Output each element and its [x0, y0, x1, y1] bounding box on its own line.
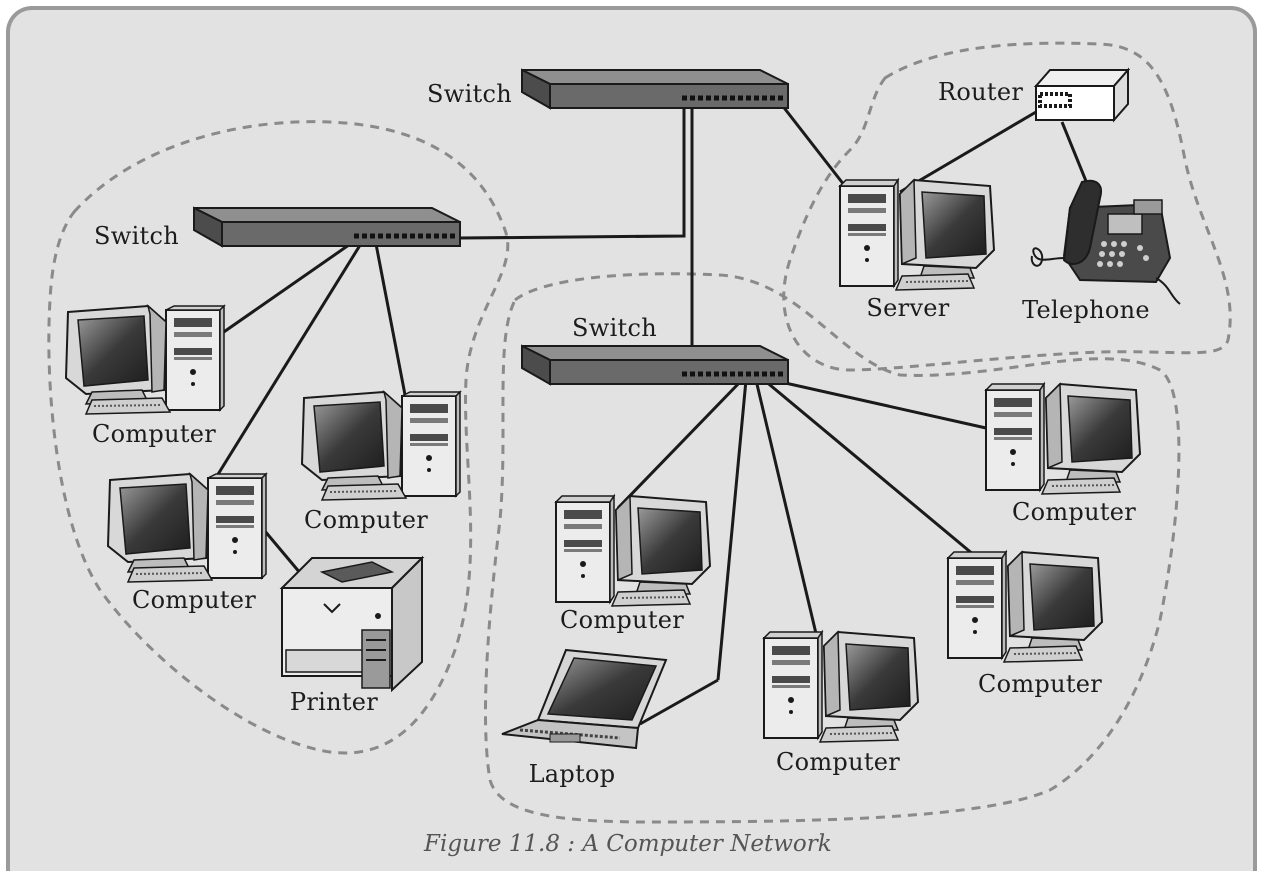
cable-center-switch-to-computer-1: [616, 378, 744, 510]
router-icon: [1033, 67, 1131, 123]
telephone-icon: [1030, 179, 1181, 305]
cable-top-switch-to-server: [776, 99, 850, 191]
label-computer-right-2: Computer: [977, 670, 1103, 698]
cable-laptop-segment: [639, 678, 719, 726]
computer-right-2-icon: [947, 551, 1103, 663]
cable-left-switch-to-computer-3: [210, 241, 364, 485]
cable-left-switch-to-computer-2: [374, 243, 408, 401]
computer-center-2-icon: [763, 631, 919, 743]
cable-router-to-server: [899, 110, 1037, 194]
switch-left: [194, 208, 460, 246]
label-computer-center-1: Computer: [559, 606, 685, 634]
computer-left-3-icon: [107, 473, 267, 583]
cable-center-switch-to-laptop: [716, 379, 748, 681]
zone-left-boundary: [47, 120, 510, 755]
switch-center: [522, 346, 788, 384]
cable-center-switch-to-computer-2: [754, 379, 820, 643]
label-computer-left-3: Computer: [131, 586, 257, 614]
zone-right-top-boundary: [782, 41, 1232, 372]
server-computer-icon: [839, 179, 995, 291]
cables: [210, 99, 1090, 726]
label-computer-left-1: Computer: [91, 420, 217, 448]
cable-left-switch-to-computer-1: [217, 238, 357, 338]
label-telephone: Telephone: [1022, 296, 1150, 324]
label-printer: Printer: [289, 688, 379, 716]
label-computer-right-1: Computer: [1011, 498, 1137, 526]
label-switch-top: Switch: [427, 80, 513, 108]
computer-center-1-icon: [555, 495, 711, 607]
label-laptop: Laptop: [528, 760, 616, 788]
label-computer-left-2: Computer: [303, 506, 429, 534]
label-server: Server: [866, 294, 950, 322]
computer-left-1-icon: [65, 305, 225, 415]
cable-center-switch-to-computer-3: [771, 378, 987, 430]
laptop-icon: [501, 648, 668, 750]
label-router: Router: [938, 78, 1024, 106]
label-switch-center: Switch: [572, 314, 658, 342]
zone-center-boundary: [483, 272, 1181, 824]
switch-top: [522, 70, 788, 108]
printer-icon: [279, 555, 425, 693]
cable-top-switch-to-left-switch: [459, 100, 686, 240]
figure-caption: Figure 11.8 : A Computer Network: [424, 831, 832, 857]
cable-center-switch-to-computer-4: [763, 378, 981, 562]
computer-left-2-icon: [301, 391, 461, 501]
computer-right-1-icon: [985, 383, 1141, 495]
cable-router-to-telephone: [1060, 121, 1090, 187]
label-switch-left: Switch: [94, 222, 180, 250]
label-computer-center-2: Computer: [775, 748, 901, 776]
